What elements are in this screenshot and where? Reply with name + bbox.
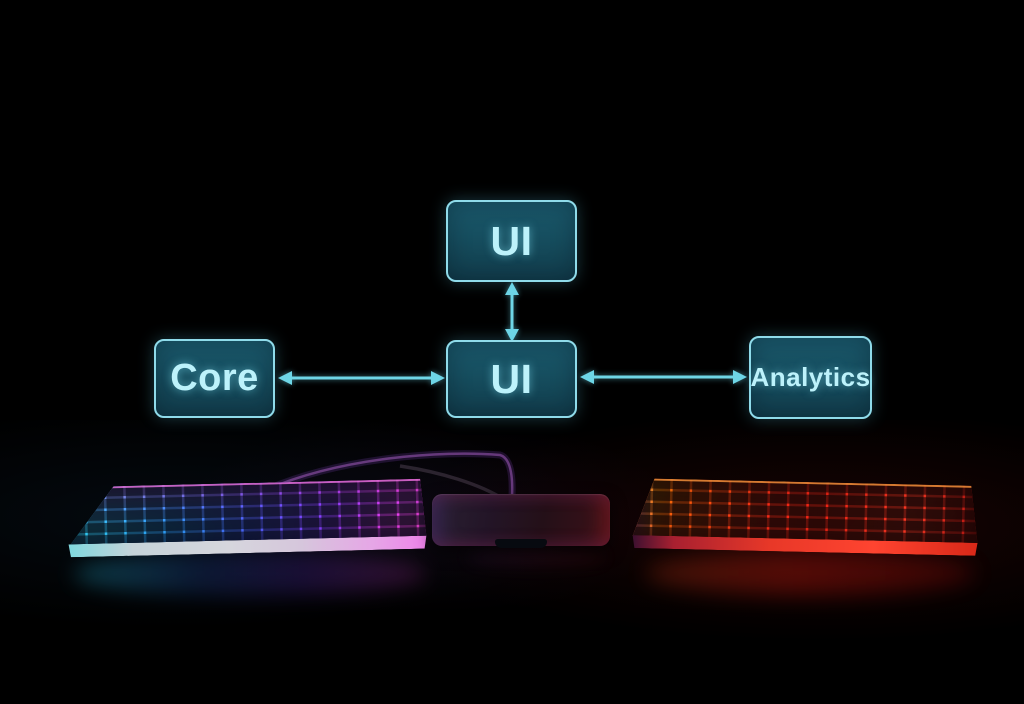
right-keyboard-keys	[633, 478, 979, 544]
arrowhead-left-icon	[580, 370, 594, 384]
arrowhead-left-icon	[278, 371, 292, 385]
node-analytics-label: Analytics	[750, 362, 871, 392]
node-ui-center: UI	[446, 340, 577, 418]
node-ui-top: UI	[446, 200, 577, 282]
node-ui-center-label: UI	[490, 355, 533, 402]
node-ui-top-label: UI	[490, 217, 533, 264]
node-core: Core	[154, 339, 275, 418]
arrowhead-right-icon	[431, 371, 445, 385]
rgb-keyboard-left	[67, 479, 427, 564]
arrowhead-up-icon	[505, 282, 519, 295]
laptop-notch	[495, 539, 547, 548]
left-keyboard-keys	[67, 479, 426, 546]
node-analytics: Analytics	[749, 336, 872, 419]
laptop-closed	[432, 494, 610, 548]
rgb-keyboard-right	[632, 478, 979, 562]
arrowhead-right-icon	[733, 370, 747, 384]
node-core-label: Core	[170, 357, 259, 399]
